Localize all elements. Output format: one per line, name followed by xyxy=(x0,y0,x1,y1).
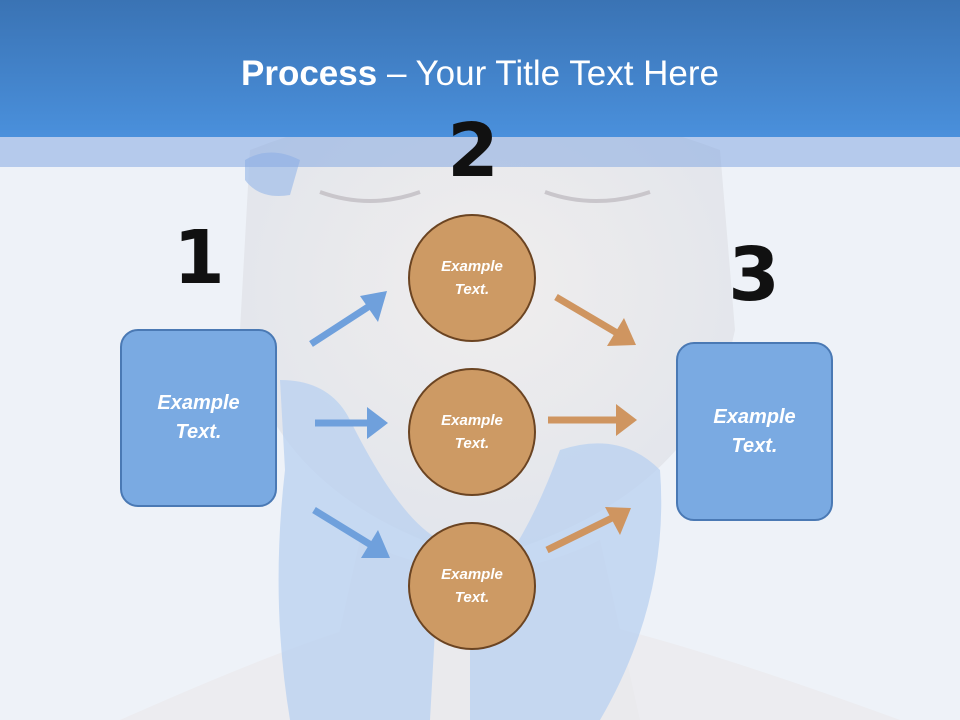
step-number-2: 2 xyxy=(447,108,499,194)
right-text-box: Example Text. xyxy=(676,342,833,521)
orange-arrow-down xyxy=(554,293,636,346)
blue-arrow-down xyxy=(312,507,390,558)
blue-arrow-right xyxy=(315,407,388,439)
step-number-1: 1 xyxy=(173,215,225,301)
title-rest: – Your Title Text Here xyxy=(377,54,719,93)
step-number-3: 3 xyxy=(728,232,780,318)
title-bar xyxy=(0,0,960,137)
slide-title: Process – Your Title Text Here xyxy=(0,52,960,96)
circle-top: Example Text. xyxy=(408,214,536,342)
blue-arrow-up xyxy=(309,291,387,347)
orange-arrow-right xyxy=(548,404,637,436)
orange-arrow-up xyxy=(545,507,631,554)
title-bold: Process xyxy=(241,54,378,93)
title-bar-band xyxy=(0,137,960,167)
circle-middle: Example Text. xyxy=(408,368,536,496)
left-text-box: Example Text. xyxy=(120,329,277,507)
circle-bottom: Example Text. xyxy=(408,522,536,650)
